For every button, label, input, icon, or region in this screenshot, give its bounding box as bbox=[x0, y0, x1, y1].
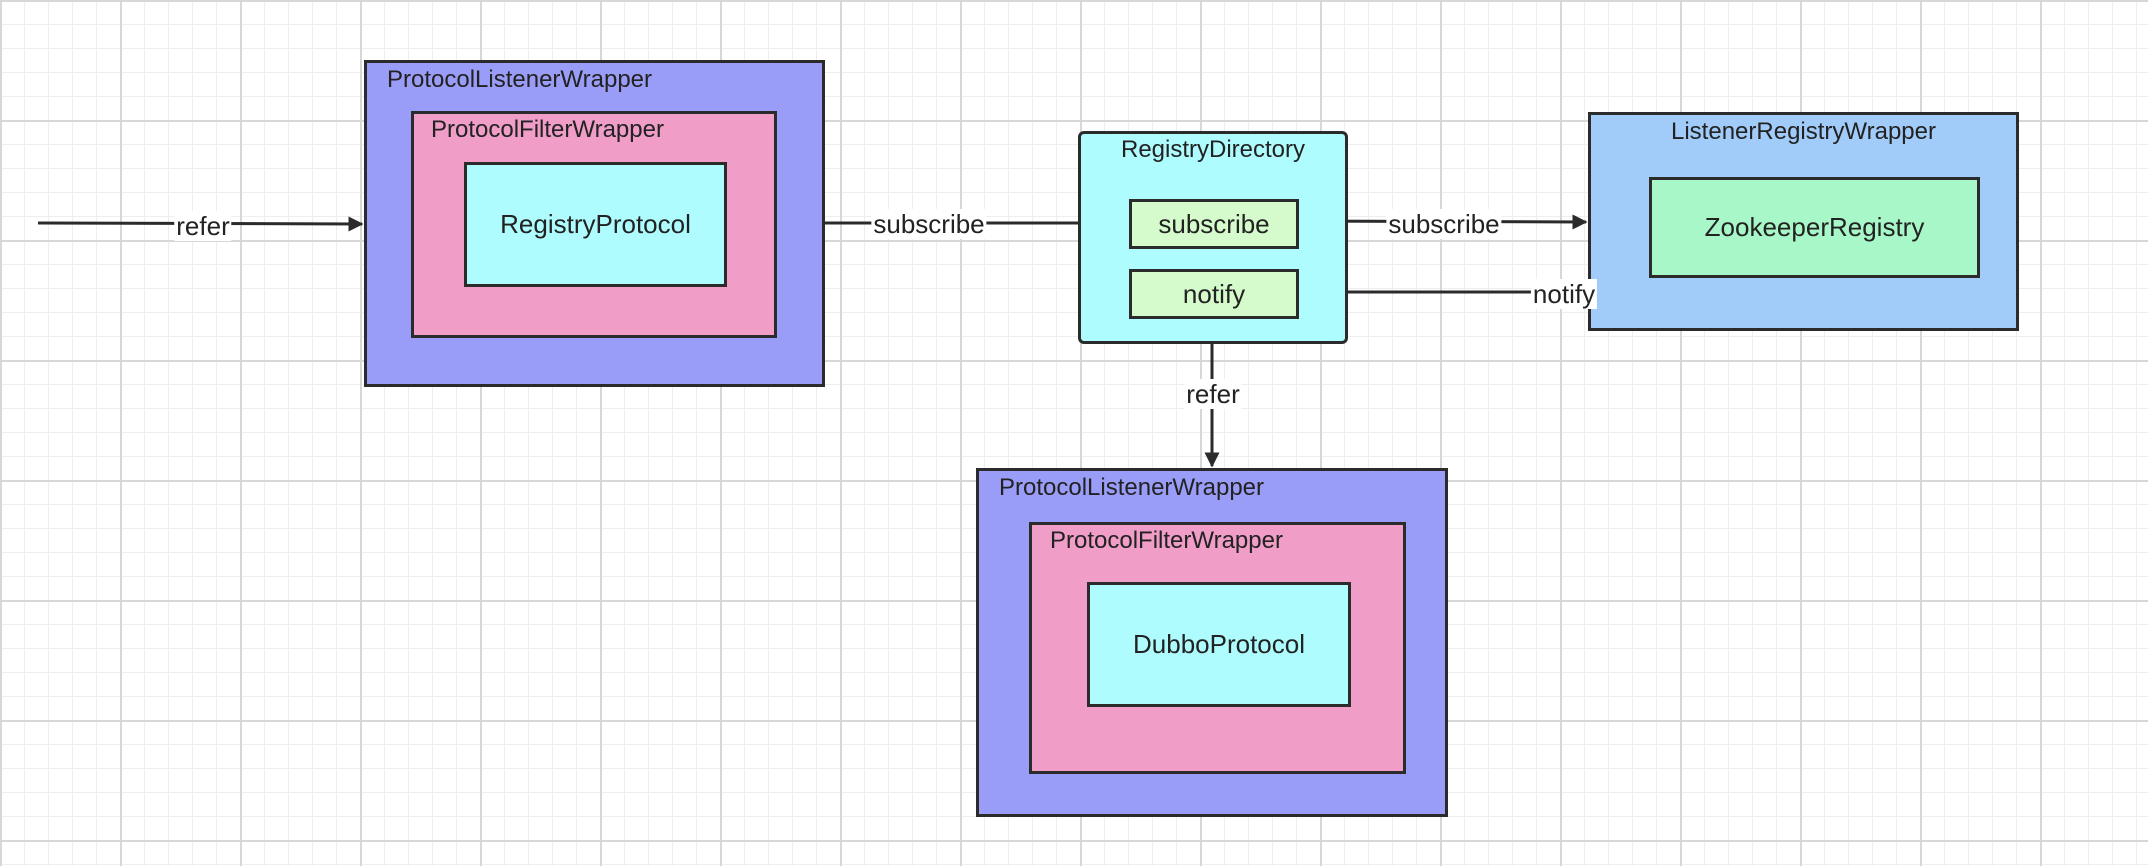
dubbo-protocol-box: DubboProtocol bbox=[1087, 582, 1351, 707]
provider-protocol-listener-wrapper: ProtocolListenerWrapper ProtocolFilterWr… bbox=[976, 468, 1448, 817]
subscribe-edge-to-registry-label: subscribe bbox=[1386, 209, 1502, 239]
consumer-protocol-listener-wrapper: ProtocolListenerWrapper ProtocolFilterWr… bbox=[364, 60, 825, 387]
registry-directory-title: RegistryDirectory bbox=[1120, 136, 1306, 163]
subscribe-edge-to-directory-label: subscribe bbox=[871, 209, 987, 239]
zookeeper-registry-box: ZookeeperRegistry bbox=[1649, 177, 1980, 278]
dubbo-protocol-label: DubboProtocol bbox=[1133, 629, 1305, 659]
refer-in-edge-label: refer bbox=[174, 211, 232, 241]
registry-protocol-box: RegistryProtocol bbox=[464, 162, 727, 287]
refer-down-edge-label: refer bbox=[1184, 379, 1242, 409]
notify-method-box: notify bbox=[1129, 269, 1299, 319]
registry-protocol-label: RegistryProtocol bbox=[500, 209, 691, 239]
notify-method-label: notify bbox=[1182, 278, 1246, 309]
notify-edge-label: notify bbox=[1530, 279, 1598, 309]
consumer-filter-wrapper-title: ProtocolFilterWrapper bbox=[431, 116, 664, 143]
registry-directory: RegistryDirectory subscribe notify bbox=[1078, 131, 1348, 344]
consumer-listener-wrapper-title: ProtocolListenerWrapper bbox=[387, 66, 653, 93]
zookeeper-registry-label: ZookeeperRegistry bbox=[1704, 212, 1925, 242]
listener-registry-wrapper: ListenerRegistryWrapper ZookeeperRegistr… bbox=[1588, 112, 2019, 331]
provider-filter-wrapper-title: ProtocolFilterWrapper bbox=[1050, 527, 1283, 554]
provider-protocol-filter-wrapper: ProtocolFilterWrapper DubboProtocol bbox=[1029, 522, 1406, 774]
subscribe-method-box: subscribe bbox=[1129, 199, 1299, 249]
provider-listener-wrapper-title: ProtocolListenerWrapper bbox=[999, 474, 1265, 501]
listener-registry-wrapper-title: ListenerRegistryWrapper bbox=[1671, 118, 1936, 145]
consumer-protocol-filter-wrapper: ProtocolFilterWrapper RegistryProtocol bbox=[411, 111, 777, 338]
subscribe-method-label: subscribe bbox=[1158, 208, 1270, 239]
